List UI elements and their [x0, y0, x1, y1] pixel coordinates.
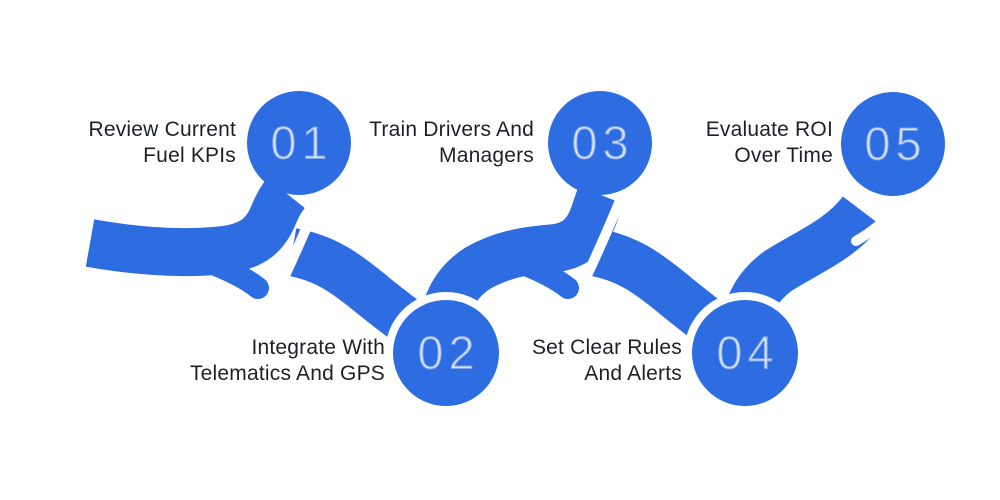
step-label-4-line-1: Set Clear Rules [531, 336, 682, 359]
step-label-4-line-2: And Alerts [584, 362, 682, 385]
step-label-3-line-2: Managers [439, 144, 534, 167]
step-circle-5 [841, 92, 945, 196]
step-circle-4 [692, 300, 798, 406]
step-circle-1 [247, 91, 351, 195]
step-label-2: Integrate With Telematics And GPS [85, 335, 385, 387]
step-label-3: Train Drivers And Managers [234, 117, 534, 169]
step-number-3: 03 [570, 115, 634, 170]
step-label-1: Review Current Fuel KPIs [0, 117, 236, 169]
step-circle-2 [393, 300, 499, 406]
step-label-1-line-1: Review Current [88, 118, 236, 141]
step-circle-3 [548, 91, 652, 195]
ribbon-fold-bulge-2 [507, 251, 579, 299]
step-label-2-line-1: Integrate With [251, 336, 385, 359]
step-label-5: Evaluate ROI Over Time [533, 117, 833, 169]
step-number-2: 02 [416, 325, 480, 380]
step-number-5: 05 [863, 116, 927, 171]
step-label-1-line-2: Fuel KPIs [143, 144, 236, 167]
step-label-3-line-1: Train Drivers And [369, 118, 534, 141]
step-label-5-line-2: Over Time [734, 144, 833, 167]
ribbon-fold-bulge-1 [197, 251, 269, 299]
step-label-4: Set Clear Rules And Alerts [382, 335, 682, 387]
step-label-5-line-1: Evaluate ROI [705, 118, 833, 141]
step-number-4: 04 [715, 325, 779, 380]
step-number-1: 01 [269, 115, 333, 170]
step-label-2-line-2: Telematics And GPS [189, 362, 385, 385]
ribbon-segment-1 [85, 178, 305, 277]
